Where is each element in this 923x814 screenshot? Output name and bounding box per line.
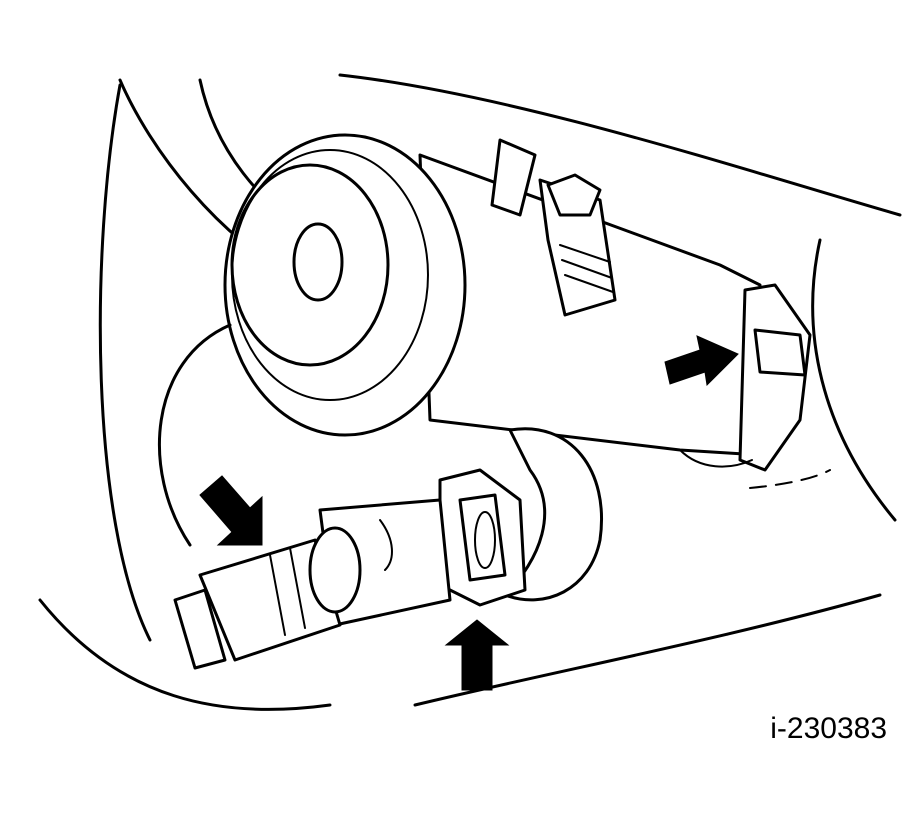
hose-in-inlet xyxy=(292,222,344,302)
arrow-pointing-up xyxy=(444,619,510,691)
sensor-detail xyxy=(379,519,393,571)
canister-rim xyxy=(231,149,429,401)
arrow-pointing-right xyxy=(664,335,739,387)
arrow-pointing-down-right xyxy=(199,475,263,546)
pigtail-connector xyxy=(198,538,342,662)
right-curve-outline xyxy=(811,238,897,522)
wiring-pigtail xyxy=(157,323,362,670)
wire-loop xyxy=(157,323,232,547)
clamp-screw xyxy=(546,173,602,217)
resonator-body xyxy=(223,133,762,457)
pigtail-boot xyxy=(308,526,362,614)
corrugated-conduit xyxy=(503,427,603,602)
connector-lock xyxy=(458,493,507,582)
figure-id-label: i-230383 xyxy=(770,712,887,745)
clamp-lower-edge xyxy=(679,449,753,468)
right-band-clamp xyxy=(738,283,812,472)
background-outline xyxy=(38,73,902,711)
mount-bracket xyxy=(490,138,537,217)
pigtail-latch xyxy=(173,588,227,670)
vehicle-body-outline-top xyxy=(338,73,902,217)
hose-clamps xyxy=(490,138,812,472)
hidden-line xyxy=(749,469,831,489)
connector-terminal xyxy=(474,511,496,569)
bottom-left-outline xyxy=(38,598,332,711)
callout-arrows xyxy=(199,335,739,691)
conduit-loop xyxy=(503,427,603,602)
bottom-right-outline xyxy=(413,593,882,707)
left-curve-outline xyxy=(98,83,152,642)
pigtail-grooves xyxy=(269,547,306,636)
right-clamp-tab xyxy=(753,328,807,377)
clamp-ribs xyxy=(559,244,614,293)
